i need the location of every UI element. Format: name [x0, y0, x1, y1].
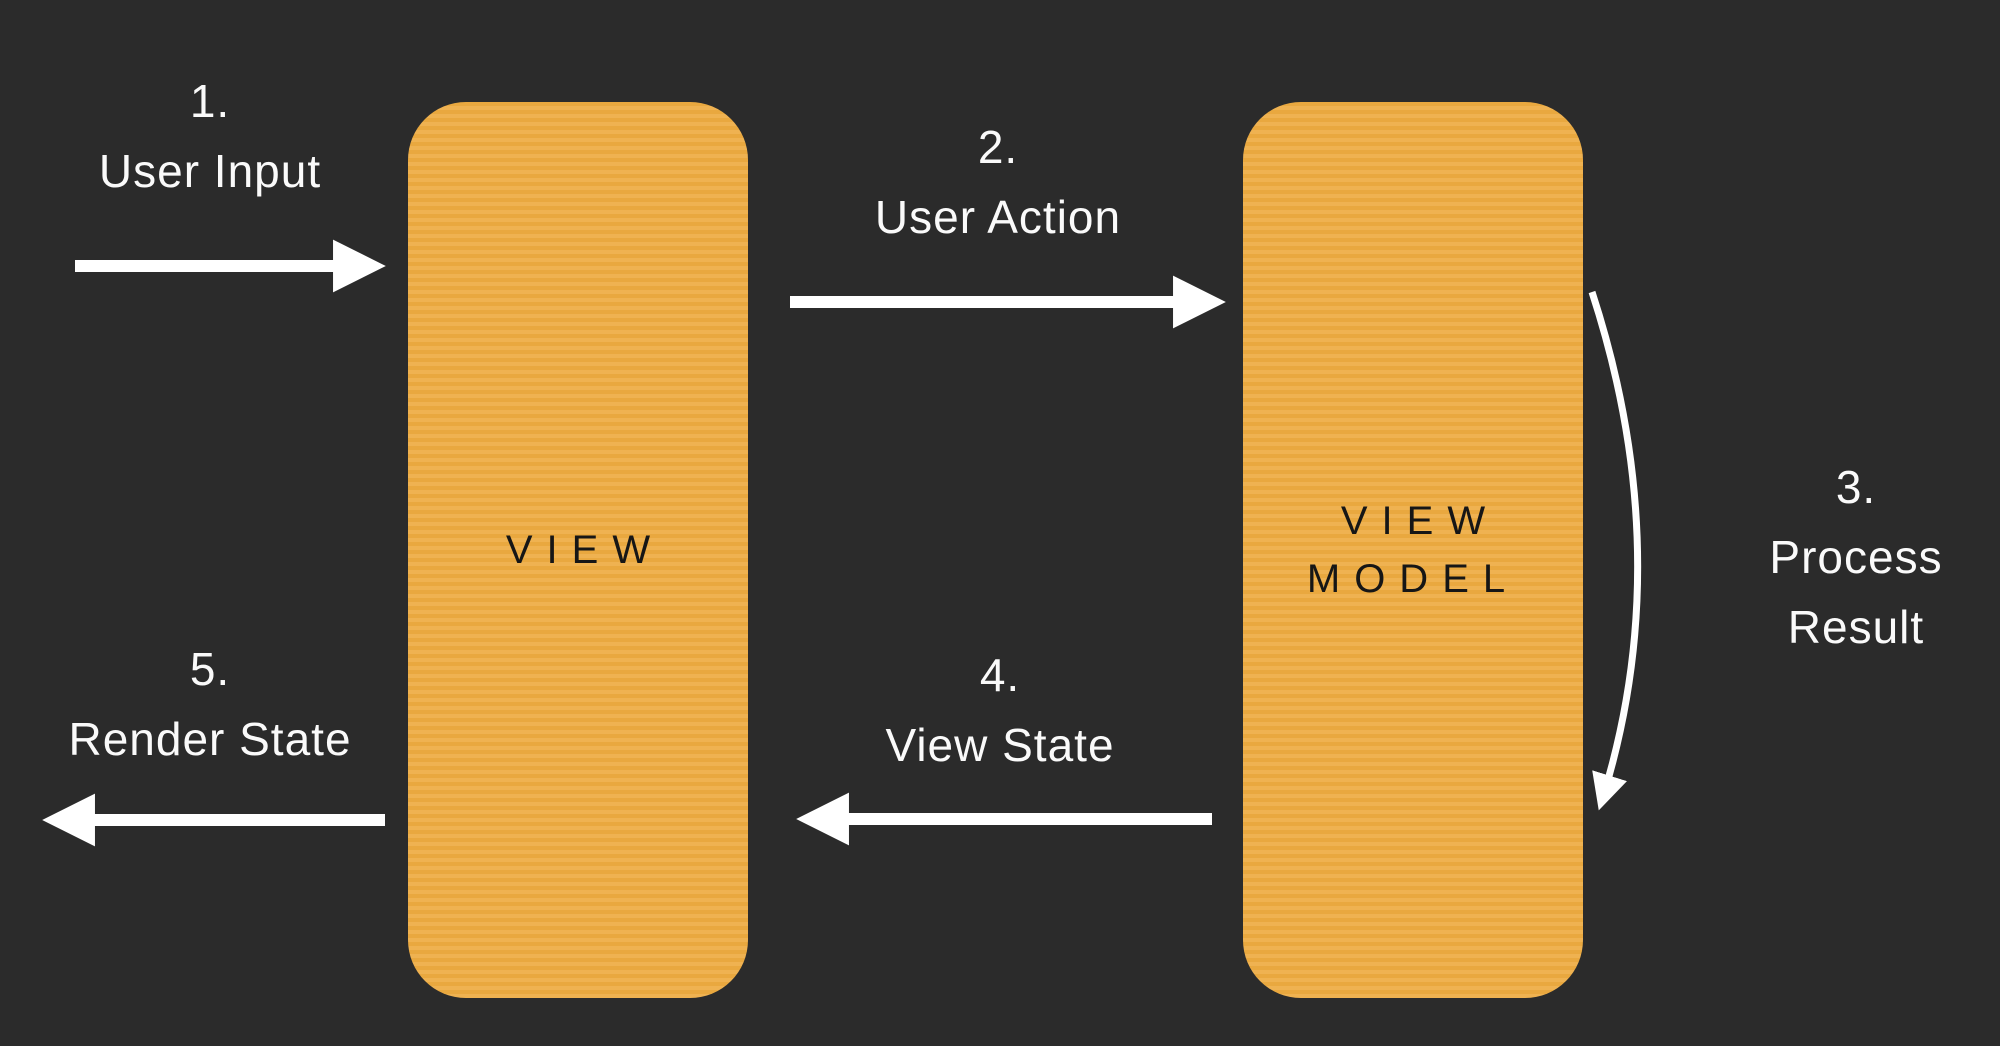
- step-text: Render State: [68, 713, 352, 765]
- step-label-user-input: 1. User Input: [30, 66, 390, 206]
- view-model-box-label: VIEW MODEL: [1306, 499, 1520, 601]
- step-number: 4.: [979, 649, 1021, 701]
- step-number: 3.: [1835, 461, 1877, 513]
- step-number: 1.: [189, 75, 231, 127]
- step-label-user-action: 2. User Action: [798, 112, 1198, 252]
- step-text: View State: [885, 719, 1115, 771]
- view-box-label: VIEW: [505, 528, 665, 572]
- step-text: User Action: [874, 191, 1122, 243]
- step-label-render-state: 5. Render State: [10, 634, 410, 774]
- step-text: Process Result: [1769, 531, 1943, 653]
- view-box: VIEW: [408, 102, 748, 998]
- process-result-arrow: [1588, 290, 1642, 811]
- step-label-process-result: 3. Process Result: [1706, 452, 2000, 662]
- view-model-box: VIEW MODEL: [1243, 102, 1583, 998]
- step-label-view-state: 4. View State: [800, 640, 1200, 780]
- step-text: User Input: [98, 145, 322, 197]
- step-number: 5.: [189, 643, 231, 695]
- step-number: 2.: [977, 121, 1019, 173]
